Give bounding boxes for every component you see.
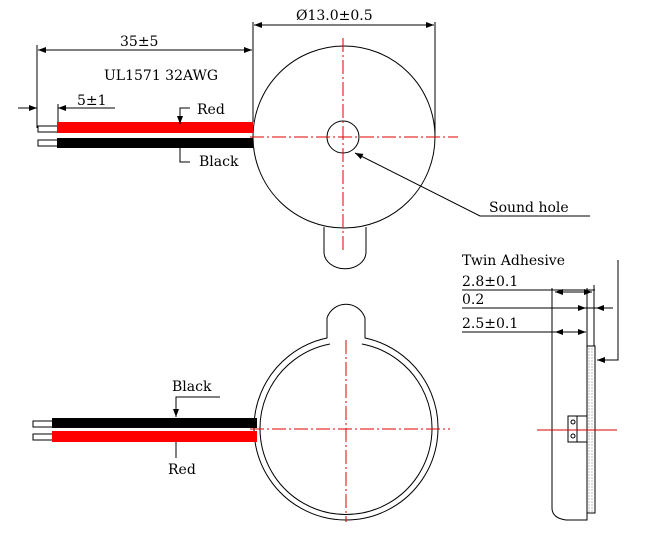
bottom-black-wire [52,418,257,428]
bottom-red-wire [52,431,257,442]
black-label: Black [199,154,239,170]
bottom-red-label: Red [168,462,196,478]
black-wire-strip [37,139,59,147]
wire-spec: UL1571 32AWG [104,68,218,84]
bottom-view: Black Red [32,303,450,522]
bottom-black-label: Black [172,379,212,395]
red-label: Red [197,102,225,118]
diameter-dim: Ø13.0±0.5 [296,8,373,24]
lead-length-dim: 35±5 [120,34,158,50]
strip-length-dim: 5±1 [77,93,107,109]
side-body [551,288,588,521]
sound-hole-label: Sound hole [489,200,569,216]
side-view: Twin Adhesive 2.8±0.1 0.2 2.5±0.1 [462,253,619,521]
red-wire-strip [37,125,59,133]
black-wire [57,138,253,148]
inner-ring [259,343,433,515]
terminal-tab [323,227,367,270]
body-thickness-dim: 2.5±0.1 [462,316,518,332]
top-view: 35±5 Ø13.0±0.5 UL1571 32AWG 5±1 Red Blac… [18,8,590,270]
bottom-outline [253,303,439,521]
adhesive-label: Twin Adhesive [462,253,565,269]
adhesive-thickness-dim: 0.2 [462,292,484,308]
red-wire [57,122,253,133]
total-thickness-dim: 2.8±0.1 [462,274,518,290]
